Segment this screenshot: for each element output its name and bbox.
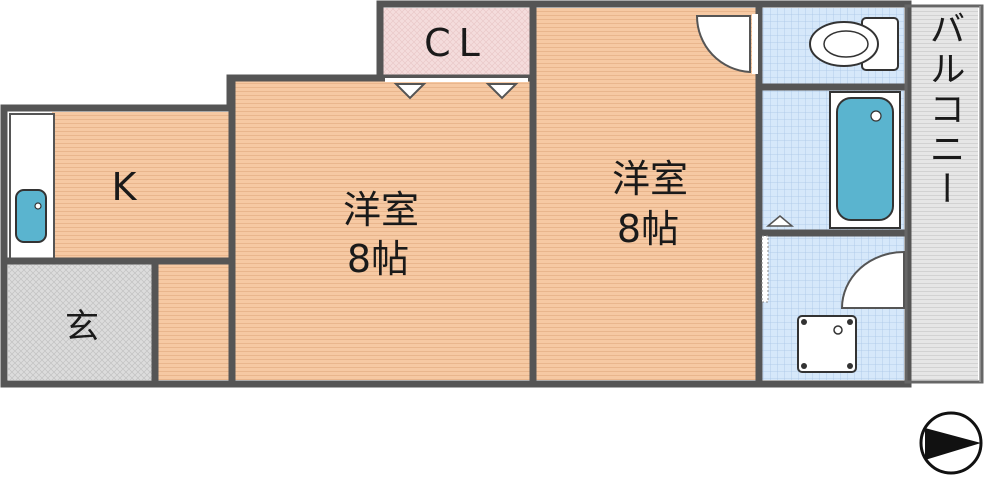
western-room-1-size: 8帖 — [347, 237, 409, 281]
western-room-2-size: 8帖 — [617, 207, 679, 251]
western-room-1-floor — [232, 80, 530, 380]
north-arrow-icon — [919, 411, 983, 475]
door-swing-room2 — [695, 15, 751, 74]
sink-icon — [15, 189, 47, 243]
western-room-2-label: 洋室 — [612, 157, 688, 201]
toilet-icon — [809, 17, 899, 71]
closet-floor — [382, 8, 530, 78]
western-room-1-label: 洋室 — [343, 188, 419, 232]
hall-floor — [156, 260, 230, 380]
washing-machine-icon — [797, 315, 857, 373]
entrance-label: 玄 — [65, 307, 99, 347]
bathtub-icon — [829, 91, 901, 229]
entrance-floor — [8, 262, 154, 380]
balcony-floor — [906, 8, 978, 380]
western-room-2-floor — [532, 8, 758, 380]
door-swing-washroom — [840, 250, 905, 309]
closet-doors — [393, 83, 519, 100]
kitchen-label: K — [112, 165, 138, 209]
balcony-label: バルコニー — [924, 10, 965, 210]
balcony-railing — [904, 4, 984, 384]
kitchen-floor — [52, 112, 230, 260]
faucet-icon — [34, 202, 42, 210]
closet-label: CL — [424, 21, 488, 65]
